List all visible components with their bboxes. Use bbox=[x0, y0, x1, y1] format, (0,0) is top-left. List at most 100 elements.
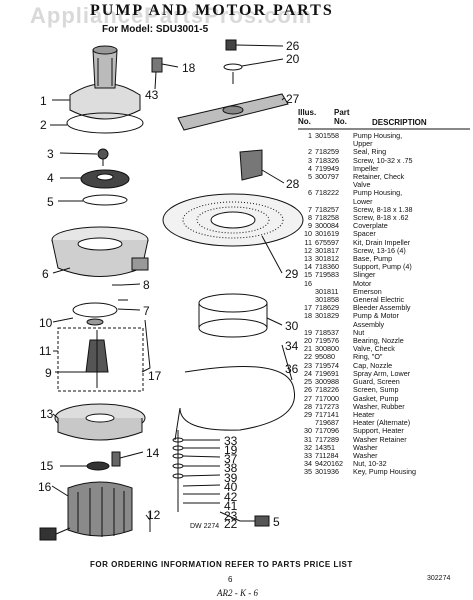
cell-illus: 5 bbox=[308, 172, 312, 182]
cell-part: 717141 bbox=[315, 409, 339, 419]
cell-part: 300084 bbox=[315, 221, 339, 231]
callout-9: 9 bbox=[45, 366, 52, 380]
cell-desc: Pump Housing, bbox=[353, 132, 403, 140]
cell-part: 718360 bbox=[315, 262, 339, 272]
cell-illus: 4 bbox=[308, 163, 312, 173]
nozzle-bearing bbox=[223, 63, 243, 71]
callout-40: 40 bbox=[224, 480, 238, 494]
callout-43: 43 bbox=[145, 88, 159, 102]
cell-part: 300797 bbox=[315, 172, 339, 182]
heater bbox=[179, 365, 296, 431]
cell-desc: Kit, Drain Impeller bbox=[353, 238, 411, 247]
callout-16: 16 bbox=[38, 480, 52, 494]
cell-illus: 35 bbox=[304, 467, 312, 477]
cell-illus: 7 bbox=[308, 204, 312, 214]
cell-desc: Heater bbox=[353, 410, 375, 419]
cell-part: 301817 bbox=[315, 245, 339, 255]
callout-5b: 5 bbox=[273, 515, 280, 529]
screw-3 bbox=[97, 148, 109, 166]
spacer bbox=[86, 318, 104, 326]
cell-part: 301936 bbox=[315, 467, 339, 477]
callout-5: 5 bbox=[47, 195, 54, 209]
cell-desc: Guard, Screen bbox=[353, 378, 400, 387]
watermark: AppliancePartsPros.com bbox=[30, 3, 313, 28]
cell-desc: Screw, 8-18 x .62 bbox=[353, 214, 409, 223]
cell-part: 719687 bbox=[315, 418, 339, 428]
pump-base bbox=[54, 403, 146, 441]
callout-42: 42 bbox=[224, 490, 238, 504]
cell-part: 300988 bbox=[315, 377, 339, 387]
cell-illus: 30 bbox=[304, 426, 312, 436]
cell-illus: 15 bbox=[304, 270, 312, 280]
cell-part: 675597 bbox=[315, 237, 339, 247]
cell-illus: 3 bbox=[308, 155, 312, 165]
cell-illus: 1 bbox=[308, 131, 312, 140]
callout-38: 38 bbox=[224, 461, 238, 475]
motor bbox=[39, 481, 133, 541]
cell-part: 718326 bbox=[315, 155, 339, 165]
cell-illus: 8 bbox=[308, 213, 312, 223]
cell-part: 719691 bbox=[315, 368, 339, 378]
cell-desc: Valve bbox=[353, 181, 371, 190]
cell-part: 717096 bbox=[315, 426, 339, 436]
cell-desc: Washer, Rubber bbox=[353, 402, 405, 411]
cell-part: 718226 bbox=[315, 385, 339, 395]
cell-illus: 18 bbox=[304, 311, 312, 321]
header-desc: DESCRIPTION bbox=[372, 118, 427, 127]
cell-desc: Base, Pump bbox=[353, 255, 393, 264]
callout-8: 8 bbox=[143, 278, 150, 292]
cell-illus: 20 bbox=[304, 336, 312, 346]
cell-part: 718537 bbox=[315, 327, 339, 337]
cell-illus: 13 bbox=[304, 254, 312, 264]
check-valve-retainer bbox=[82, 194, 128, 206]
cell-illus: 26 bbox=[304, 385, 312, 395]
cell-illus: 21 bbox=[304, 344, 312, 354]
handwritten-note: AR2 - K - 6 bbox=[217, 588, 258, 598]
cell-part: 719576 bbox=[315, 336, 339, 346]
page-number: 6 bbox=[228, 575, 233, 584]
drawing-number: DW 2274 bbox=[190, 523, 220, 530]
callout-28: 28 bbox=[286, 177, 300, 191]
cell-illus: 6 bbox=[308, 188, 312, 198]
cell-part: 719949 bbox=[315, 163, 339, 173]
callout-37: 37 bbox=[224, 452, 238, 466]
heater-terminal bbox=[174, 407, 181, 441]
cell-desc: Washer bbox=[353, 451, 378, 460]
cell-desc: Key, Pump Housing bbox=[353, 468, 416, 477]
callout-1: 1 bbox=[40, 94, 47, 108]
callout-33: 33 bbox=[224, 434, 238, 448]
cell-desc: Bleeder Assembly bbox=[353, 304, 411, 313]
cell-desc: Lower bbox=[353, 197, 373, 206]
cell-illus: 31 bbox=[304, 434, 312, 444]
callout-10: 10 bbox=[39, 316, 53, 330]
cell-illus: 11 bbox=[304, 237, 312, 247]
cell-illus: 10 bbox=[304, 229, 312, 239]
lower-pump-housing bbox=[51, 226, 149, 277]
cell-desc: Slinger bbox=[353, 271, 376, 280]
cell-part: 301811 bbox=[315, 286, 339, 296]
